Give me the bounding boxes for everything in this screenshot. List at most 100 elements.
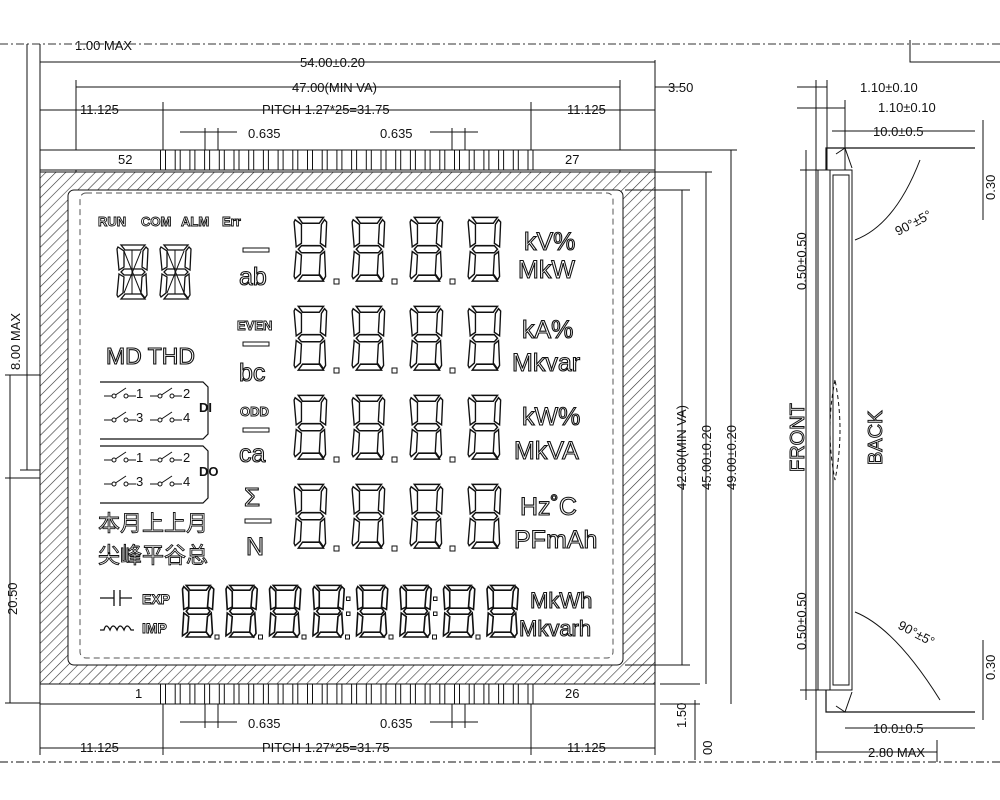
energy-digit-row — [181, 584, 520, 640]
pin — [174, 149, 181, 171]
dim-top-pitch: PITCH 1.27*25=31.75 — [262, 102, 390, 117]
pin — [424, 683, 431, 705]
do-sw-1: 1 — [136, 450, 143, 465]
pin — [160, 683, 166, 705]
dim-top-gap-right: 0.635 — [380, 126, 413, 141]
do-label: DO — [199, 464, 219, 479]
unit-row2-top: kA% — [522, 316, 573, 344]
pin — [512, 683, 519, 705]
pin-label-top-left: 52 — [118, 152, 132, 167]
status-err: Err — [222, 214, 241, 229]
decimal-point — [432, 634, 437, 640]
dim-top-edge-left: 11.125 — [80, 102, 119, 117]
pin — [498, 683, 505, 705]
dim-offset: 3.50 — [668, 80, 693, 95]
decimal-point — [345, 634, 350, 640]
side-t1: 1.10±0.10 — [860, 80, 918, 95]
decimal-point — [449, 278, 456, 285]
side-bend-top: 0.30 — [983, 175, 998, 200]
pin — [483, 683, 490, 705]
decimal-point — [388, 634, 394, 640]
decimal-point — [333, 278, 340, 285]
status-com: COM — [141, 214, 171, 229]
pin — [409, 149, 416, 171]
di-sw-2: 2 — [183, 386, 190, 401]
pin — [336, 149, 343, 171]
alpha-digits — [116, 244, 192, 300]
pin — [248, 683, 255, 705]
decimal-point — [449, 456, 456, 463]
unit-row3-bottom: MkVA — [514, 437, 579, 465]
sigma-label: Σ — [244, 482, 260, 512]
pin — [277, 683, 284, 705]
decimal-point — [391, 278, 398, 285]
odd-label: ODD — [240, 404, 269, 419]
pin — [512, 149, 519, 171]
even-label: EVEN — [237, 318, 272, 333]
side-t2: 1.10±0.10 — [878, 100, 936, 115]
pin — [204, 149, 211, 171]
unit-row4-bottom: PFmAh — [514, 526, 597, 554]
imp-label: IMP — [142, 620, 167, 636]
dim-right-glass: 45.00±0.20 — [699, 425, 714, 490]
unit-row2-bottom: Mkvar — [512, 349, 580, 377]
side-total: 2.80 MAX — [868, 745, 925, 760]
pin — [454, 149, 460, 171]
pin — [468, 683, 475, 705]
side-pin-bottom: 10.0±0.5 — [873, 721, 924, 736]
side-offset-top: 0.50±0.50 — [794, 232, 809, 290]
pin — [307, 683, 313, 705]
pin — [233, 683, 240, 705]
unit-row4-top: Hz˚C — [520, 493, 577, 521]
side-offset-bottom: 0.50±0.50 — [794, 592, 809, 650]
status-run: RUN — [98, 214, 126, 229]
decimal-point — [333, 456, 340, 463]
pin — [351, 683, 358, 705]
dim-right-va: 42.00(MIN VA) — [674, 405, 689, 490]
pin — [468, 149, 475, 171]
decimal-point — [391, 456, 398, 463]
pin-label-bottom-right: 26 — [565, 686, 579, 701]
pin — [351, 149, 358, 171]
pin — [527, 683, 534, 705]
cjk-row-month: 本月上上月 — [98, 512, 208, 537]
n-label: N — [246, 533, 264, 561]
side-angle-bottom: 90°±5° — [896, 617, 938, 649]
side-back-label: BACK — [865, 410, 887, 465]
dim-bottom-edge-right: 11.125 — [567, 740, 606, 755]
pin — [365, 683, 372, 705]
pin — [262, 683, 269, 705]
pin — [365, 149, 372, 171]
pin — [218, 683, 225, 705]
phase-ab: ab — [239, 263, 267, 291]
pin — [189, 149, 196, 171]
status-alm: ALM — [181, 214, 209, 229]
cjk-row-tariff: 尖峰平谷总 — [98, 544, 208, 569]
side-pin-top: 10.0±0.5 — [873, 124, 924, 139]
pin — [321, 683, 328, 705]
pin — [439, 149, 446, 171]
decimal-point — [333, 367, 340, 374]
pin — [233, 149, 240, 171]
pin — [204, 683, 211, 705]
pin — [321, 149, 328, 171]
inductor-icon — [100, 625, 134, 632]
view-area — [67, 189, 624, 666]
pin-label-bottom-left: 1 — [135, 686, 142, 701]
pin — [483, 149, 490, 171]
pin — [248, 149, 255, 171]
dim-view-area: 47.00(MIN VA) — [292, 80, 377, 95]
pin — [292, 683, 299, 705]
md-thd-label: MD THD — [106, 343, 195, 369]
dim-bottom-gap-left: 0.635 — [248, 716, 281, 731]
pin — [189, 683, 196, 705]
decimal-point — [258, 634, 263, 640]
pin — [277, 149, 284, 171]
do-switch-block: 1 2 3 4 DO — [100, 445, 219, 504]
pin — [395, 149, 402, 171]
decimal-point — [391, 367, 398, 374]
colon-dot — [346, 596, 351, 601]
exp-label: EXP — [142, 591, 170, 607]
colon-dot — [433, 596, 438, 601]
